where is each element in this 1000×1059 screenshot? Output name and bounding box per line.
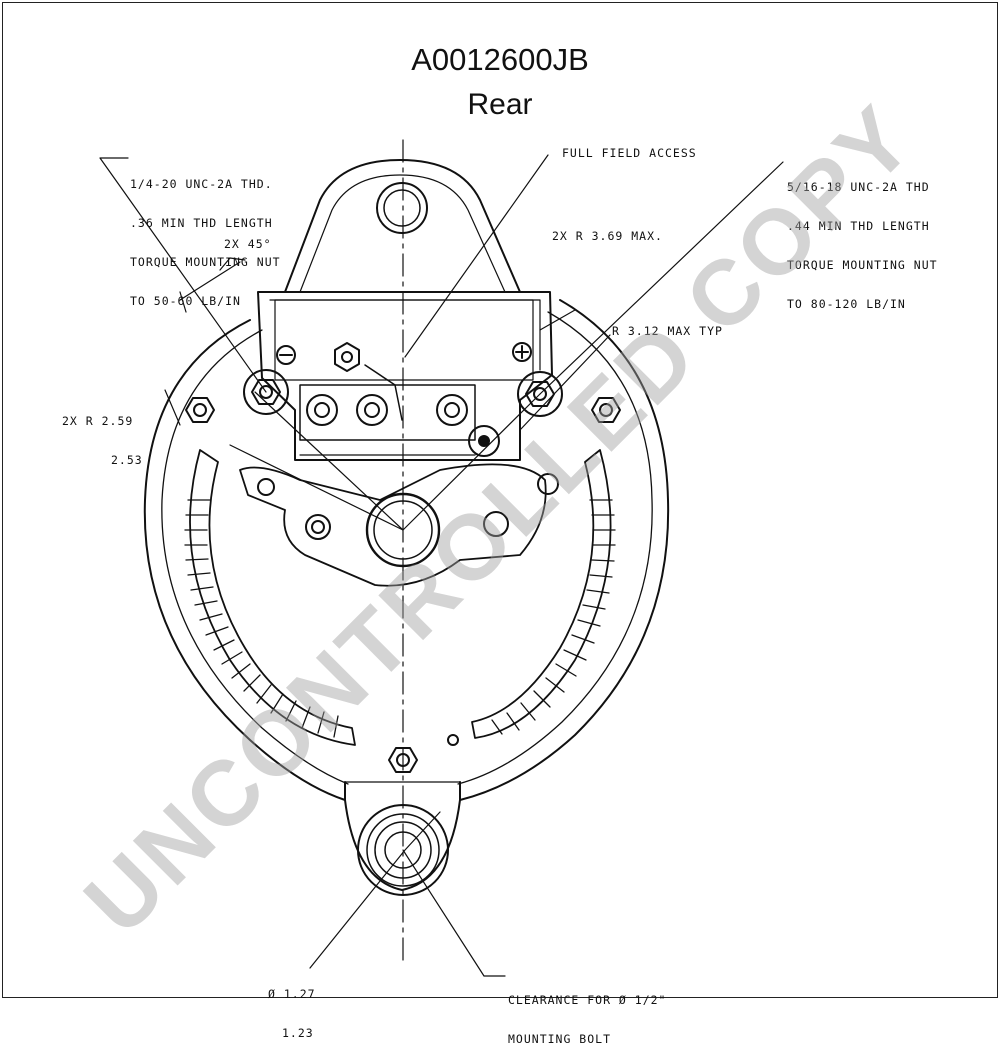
leader-lines — [99, 154, 784, 977]
callout-line: 5/16-18 UNC-2A THD — [787, 180, 930, 194]
callout-line: .36 MIN THD LENGTH — [130, 216, 273, 230]
top-mounting-ear — [284, 159, 521, 293]
callout-line: 2.53 — [111, 453, 143, 467]
callout-line: 1/4-20 UNC-2A THD. — [130, 177, 273, 191]
housing-outline — [143, 299, 670, 801]
part-number-title: A0012600JB — [411, 42, 589, 77]
callout-line: CLEARANCE FOR Ø 1/2" — [508, 993, 667, 1007]
callout-line: TORQUE MOUNTING NUT — [787, 258, 938, 272]
callout-angle: 2X 45° — [224, 237, 272, 251]
callout-line: .44 MIN THD LENGTH — [787, 219, 930, 233]
mounting-nuts — [185, 369, 621, 773]
bottom-mounting-ear — [344, 799, 461, 896]
callout-line: Ø 1.27 — [268, 987, 316, 1001]
callout-diameter: Ø 1.27 1.23 — [268, 962, 316, 1053]
callout-radius-typ: R 3.12 MAX TYP — [612, 324, 723, 338]
callout-line: TORQUE MOUNTING NUT — [130, 255, 281, 269]
callout-large-thread-spec: 5/16-18 UNC-2A THD .44 MIN THD LENGTH TO… — [787, 155, 938, 324]
callout-line: MOUNTING BOLT — [508, 1032, 612, 1046]
alternator-rear-drawing — [99, 139, 784, 977]
cooling-slots-right — [471, 449, 616, 739]
callout-line: 2X R 2.59 — [62, 414, 134, 428]
callout-line: TO 80-120 LB/IN — [787, 297, 906, 311]
callout-small-thread-spec: 1/4-20 UNC-2A THD. .36 MIN THD LENGTH TO… — [130, 152, 281, 321]
view-name-title: Rear — [467, 88, 533, 121]
callout-line: TO 50-60 LB/IN — [130, 294, 241, 308]
rectifier-plate — [239, 463, 559, 746]
callout-radius-max: 2X R 3.69 MAX. — [552, 229, 663, 243]
callout-clearance: CLEARANCE FOR Ø 1/2" MOUNTING BOLT — [508, 968, 666, 1059]
regulator-block — [257, 291, 553, 461]
drawing-border — [2, 2, 998, 998]
terminal-studs — [276, 342, 532, 457]
cooling-slots-left — [184, 449, 356, 746]
callout-slot-radius: 2X R 2.59 2.53 — [62, 389, 143, 480]
callout-full-field-access: FULL FIELD ACCESS — [562, 146, 697, 160]
callout-line: 1.23 — [282, 1026, 314, 1040]
